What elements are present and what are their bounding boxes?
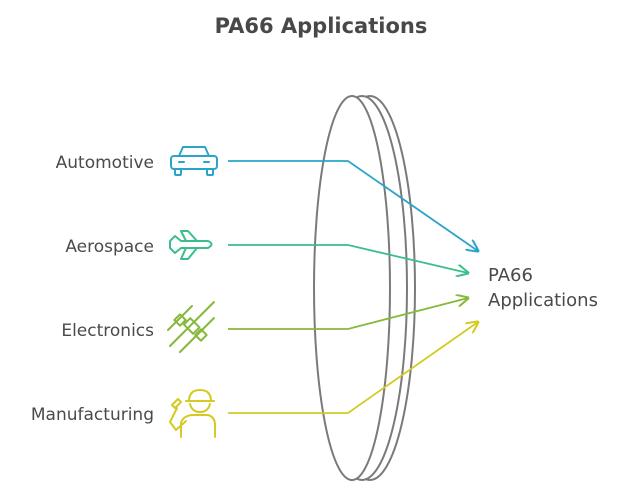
worker-icon xyxy=(169,389,216,438)
airplane-icon xyxy=(169,230,213,260)
target-label-line1: PA66 xyxy=(488,265,533,286)
car-icon xyxy=(170,146,218,176)
connector-aerospace xyxy=(228,244,468,273)
diagram-title: PA66 Applications xyxy=(214,14,428,38)
target-label-line2: Applications xyxy=(488,290,598,311)
connector-automotive xyxy=(228,160,478,251)
lens-shape xyxy=(313,95,416,481)
electronic-components-icon xyxy=(167,301,215,353)
connector-electronics xyxy=(228,298,468,330)
source-label-automotive: Automotive xyxy=(56,153,154,173)
connector-manufacturing xyxy=(228,322,478,414)
source-label-aerospace: Aerospace xyxy=(65,237,154,257)
source-label-electronics: Electronics xyxy=(61,321,154,341)
source-label-manufacturing: Manufacturing xyxy=(31,405,154,425)
